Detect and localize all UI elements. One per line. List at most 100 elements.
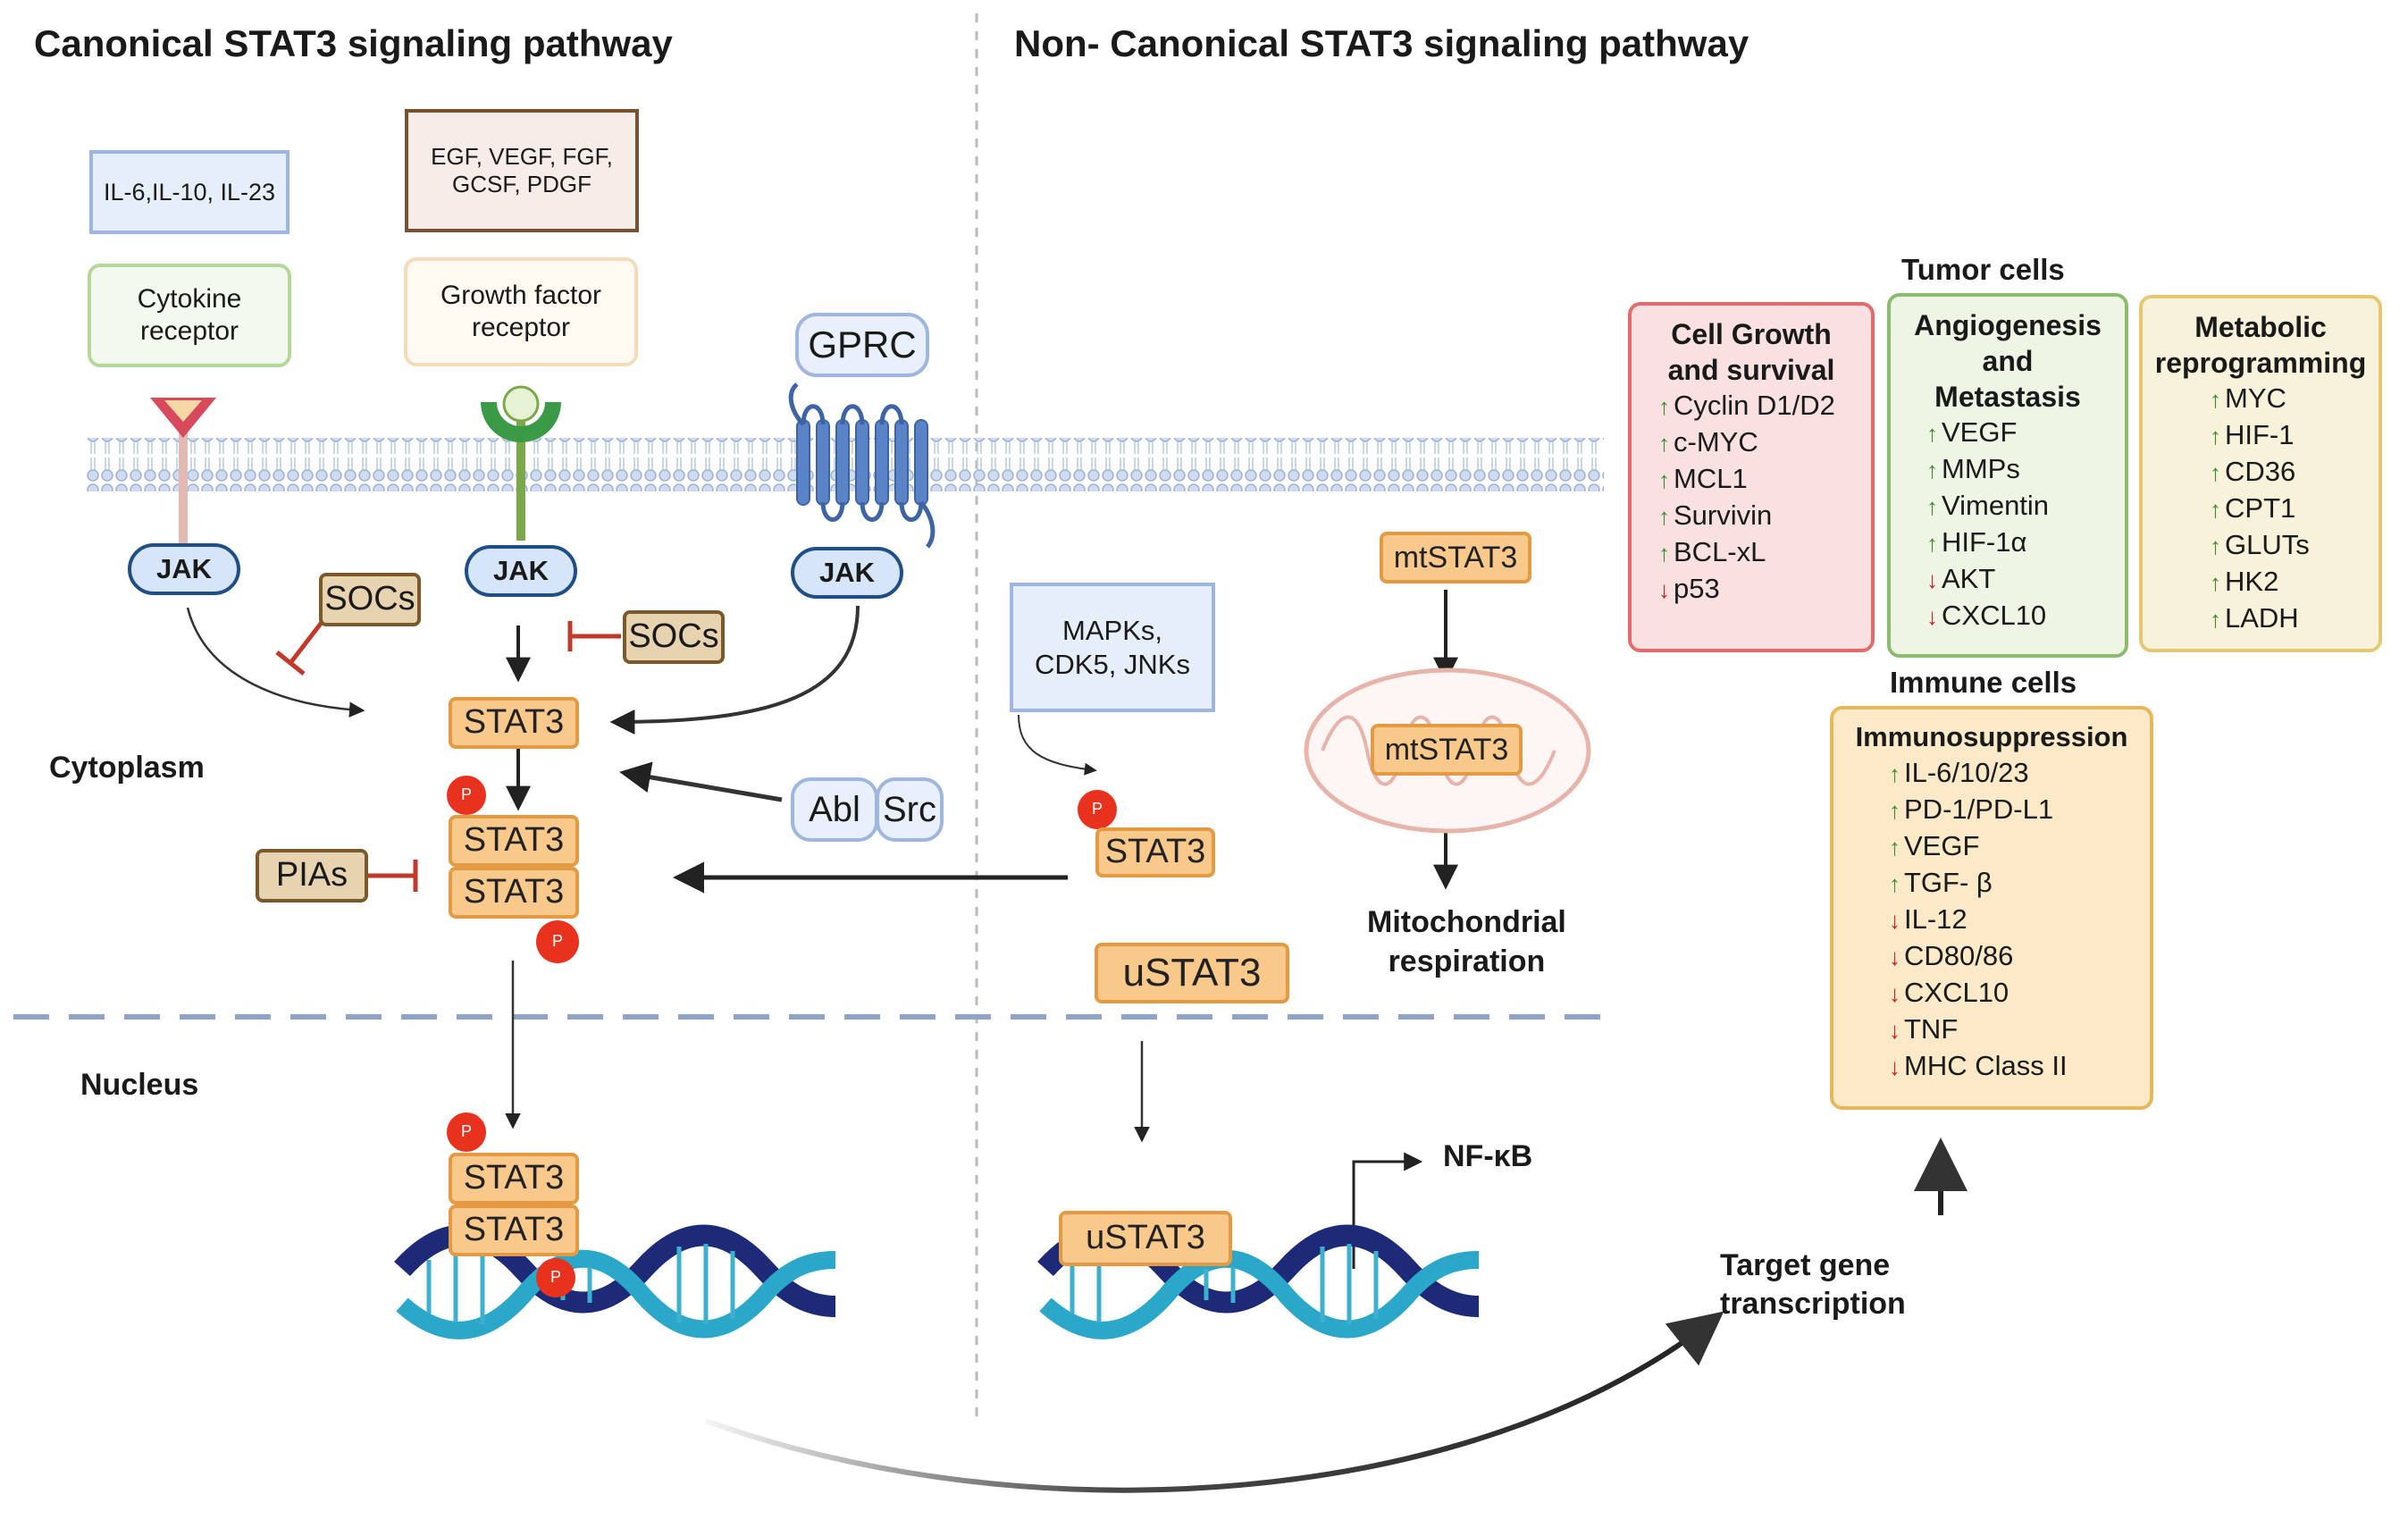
nuclear-stat3-bottom: STAT3	[449, 1205, 579, 1256]
down-arrow-icon: ↓	[1926, 567, 1938, 593]
marker-label: MMPs	[1942, 453, 2020, 484]
marker-item: ↓p53	[1658, 571, 1871, 608]
growth-receptor-text-1: Growth factor	[440, 281, 602, 310]
marker-label: MCL1	[1674, 463, 1748, 494]
cytokine-receptor-text-1: Cytokine	[137, 284, 242, 314]
down-arrow-icon: ↓	[1889, 1016, 1900, 1044]
marker-item: ↓CD80/86	[1889, 938, 2150, 975]
marker-label: IL-6/10/23	[1904, 756, 2029, 788]
marker-label: CPT1	[2225, 492, 2296, 524]
marker-label: MHC Class II	[1904, 1049, 2068, 1081]
marker-item: ↑c-MYC	[1658, 424, 1871, 461]
non-canonical-title: Non- Canonical STAT3 signaling pathway	[1014, 22, 1749, 64]
up-arrow-icon: ↑	[1658, 393, 1670, 420]
immunosuppression-title: Immunosuppression	[1855, 721, 2128, 752]
marker-label: CXCL10	[1904, 976, 2009, 1008]
metabolic-list: ↑MYC↑HIF-1↑CD36↑CPT1↑GLUTs↑HK2↑LADH	[2143, 381, 2379, 637]
inhibition-marks	[275, 615, 621, 892]
marker-item: ↑IL-6/10/23	[1889, 755, 2150, 792]
metabolic-title: Metabolic reprogramming	[2143, 309, 2379, 381]
gprc-label: GPRC	[795, 313, 929, 377]
down-arrow-icon: ↓	[1889, 943, 1900, 970]
ustat3-cytoplasm: uSTAT3	[1095, 943, 1289, 1003]
down-arrow-icon: ↓	[1926, 603, 1938, 630]
marker-label: TGF- β	[1904, 866, 1993, 898]
cytokine-receptor-text-2: receptor	[139, 316, 239, 346]
up-arrow-icon: ↑	[1926, 420, 1938, 447]
marker-item: ↑TGF- β	[1889, 865, 2150, 902]
nuclear-stat3-top: STAT3	[449, 1153, 579, 1205]
down-arrow-icon: ↓	[1889, 906, 1900, 934]
marker-item: ↑Vimentin	[1926, 488, 2125, 525]
down-arrow-icon: ↓	[1658, 576, 1670, 603]
up-arrow-icon: ↑	[1658, 503, 1670, 530]
mapk-label-2: CDK5, JNKs	[1035, 648, 1190, 680]
angiogenesis-title-2: and	[1982, 345, 2034, 377]
marker-item: ↑BCL-xL	[1658, 534, 1871, 571]
marker-label: HIF-1α	[1942, 526, 2027, 558]
nucleus-label: Nucleus	[80, 1068, 199, 1102]
marker-item: ↑VEGF	[1889, 828, 2150, 865]
marker-label: p53	[1674, 573, 1720, 604]
mtstat3-mitochondria: mtSTAT3	[1371, 724, 1523, 776]
up-arrow-icon: ↑	[1926, 530, 1938, 557]
marker-label: CD80/86	[1904, 939, 2014, 971]
marker-item: ↑MCL1	[1658, 461, 1871, 498]
marker-label: IL-12	[1904, 903, 1968, 935]
marker-label: BCL-xL	[1674, 536, 1766, 567]
growth-factor-receptor-icon	[481, 385, 561, 541]
mito-label-2: respiration	[1388, 945, 1546, 979]
up-arrow-icon: ↑	[2210, 386, 2221, 413]
mapk-label-1: MAPKs,	[1062, 615, 1162, 647]
abl-kinase: Abl	[791, 777, 878, 842]
arrow-ablsrc-to-stat3	[619, 761, 783, 802]
marker-item: ↑PD-1/PD-L1	[1889, 792, 2150, 828]
arrow-mapk-to-stat3	[1018, 714, 1097, 776]
phospho-badge: P	[447, 776, 486, 815]
marker-label: AKT	[1942, 563, 1996, 594]
phospho-badge: P	[536, 1258, 575, 1297]
marker-label: Cyclin D1/D2	[1674, 390, 1835, 421]
marker-item: ↑MMPs	[1926, 451, 2125, 488]
mito-label-1: Mitochondrial	[1367, 905, 1566, 939]
immune-cells-heading: Immune cells	[1890, 666, 2077, 699]
marker-label: GLUTs	[2225, 529, 2310, 560]
marker-item: ↓TNF	[1889, 1012, 2150, 1048]
up-arrow-icon: ↑	[1926, 457, 1938, 483]
target-label-1: Target gene	[1720, 1248, 1891, 1282]
stat3-dimer-bottom: STAT3	[449, 867, 579, 919]
marker-item: ↑LADH	[2210, 600, 2379, 637]
marker-label: HIF-1	[2225, 419, 2295, 450]
angiogenesis-title: Angiogenesis and Metastasis	[1891, 307, 2125, 415]
growth-factor-label-2: GCSF, PDGF	[451, 171, 592, 197]
marker-item: ↑HIF-1	[2210, 417, 2379, 454]
mapk-kinases: MAPKs, CDK5, JNKs	[1010, 583, 1215, 712]
marker-item: ↑CD36	[2210, 454, 2379, 491]
marker-item: ↑GLUTs	[2210, 527, 2379, 564]
marker-label: LADH	[2225, 602, 2299, 634]
socs-inhibitor-right: SOCs	[623, 610, 725, 664]
metabolic-title-1: Metabolic	[2194, 311, 2327, 343]
cytokine-receptor-icon	[150, 398, 216, 545]
angiogenesis-list: ↑VEGF↑MMPs↑Vimentin↑HIF-1α↓AKT↓CXCL10	[1891, 415, 2125, 634]
up-arrow-icon: ↑	[1889, 833, 1900, 861]
src-kinase: Src	[876, 777, 944, 842]
tumor-cells-heading: Tumor cells	[1901, 253, 2065, 286]
marker-item: ↓CXCL10	[1889, 975, 2150, 1012]
cell-growth-title-1: Cell Growth	[1671, 318, 1832, 350]
growth-receptor-text-2: receptor	[471, 313, 571, 342]
marker-label: CXCL10	[1942, 600, 2047, 631]
cell-growth-list: ↑Cyclin D1/D2↑c-MYC↑MCL1↑Survivin↑BCL-xL…	[1632, 388, 1871, 608]
phospho-badge: P	[447, 1112, 486, 1152]
marker-item: ↓IL-12	[1889, 902, 2150, 938]
growth-factor-receptor-label: Growth factor receptor	[404, 257, 638, 366]
down-arrow-icon: ↓	[1889, 1053, 1900, 1080]
marker-item: ↑Survivin	[1658, 498, 1871, 534]
marker-item: ↓CXCL10	[1926, 598, 2125, 634]
interleukin-ligands: IL-6,IL-10, IL-23	[89, 150, 289, 234]
marker-item: ↑Cyclin D1/D2	[1658, 388, 1871, 424]
metabolic-panel: Metabolic reprogramming ↑MYC↑HIF-1↑CD36↑…	[2139, 295, 2382, 652]
cell-growth-title-2: and survival	[1667, 354, 1835, 386]
